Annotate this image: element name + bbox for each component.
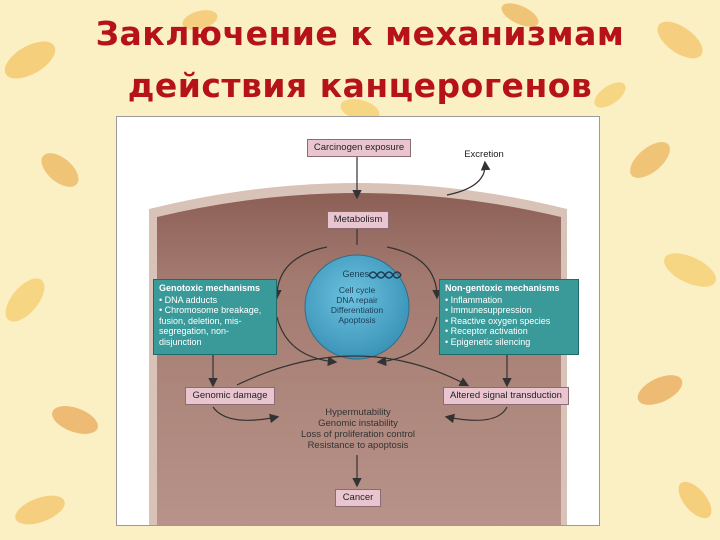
cancer-box: Cancer	[335, 489, 381, 507]
slide-title-line-2: действия канцерогенов	[127, 66, 593, 105]
nongenotoxic-item: Reactive oxygen species	[445, 316, 573, 327]
nongenotoxic-item: Inflammation	[445, 295, 573, 306]
genotoxic-item: Chromosome breakage, fusion, deletion, m…	[159, 305, 271, 347]
genes-item-differentiation: Differentiation	[330, 305, 384, 315]
altered-signal-transduction-box: Altered signal transduction	[443, 387, 569, 405]
outcome-loss-of-proliferation-control: Loss of proliferation control	[300, 429, 416, 440]
carcinogen-exposure-box: Carcinogen exposure	[307, 139, 411, 157]
nongenotoxic-heading: Non-gentoxic mechanisms	[445, 283, 560, 293]
genes-label: Genes	[342, 269, 369, 279]
genes-item-dna-repair: DNA repair	[336, 295, 378, 305]
outcome-hypermutability: Hypermutability	[325, 407, 391, 418]
excretion-arrow	[446, 160, 491, 196]
genomic-damage-box: Genomic damage	[185, 387, 275, 405]
metabolism-box: Metabolism	[327, 211, 389, 229]
genes-item-cell-cycle: Cell cycle	[338, 285, 376, 295]
slide-title-line-1: Заключение к механизмам	[95, 14, 625, 53]
genes-item-apoptosis: Apoptosis	[338, 315, 376, 325]
mechanism-diagram: Carcinogen exposure Excretion Metabolism…	[116, 116, 600, 526]
nongenotoxic-mechanisms-box: Non-gentoxic mechanisms Inflammation Imm…	[439, 279, 579, 355]
diagram-graphics	[117, 117, 599, 525]
nongenotoxic-item: Epigenetic silencing	[445, 337, 573, 348]
nongenotoxic-item: Immunesuppression	[445, 305, 573, 316]
genotoxic-heading: Genotoxic mechanisms	[159, 283, 261, 293]
genotoxic-mechanisms-box: Genotoxic mechanisms DNA adducts Chromos…	[153, 279, 277, 355]
excretion-label: Excretion	[464, 149, 504, 160]
genes-circle	[304, 254, 410, 360]
genotoxic-item: DNA adducts	[159, 295, 271, 306]
nongenotoxic-item: Receptor activation	[445, 326, 573, 337]
cross-arrow-left-right	[236, 355, 470, 387]
outcome-resistance-to-apoptosis: Resistance to apoptosis	[307, 440, 409, 451]
outcome-genomic-instability: Genomic instability	[318, 418, 398, 429]
